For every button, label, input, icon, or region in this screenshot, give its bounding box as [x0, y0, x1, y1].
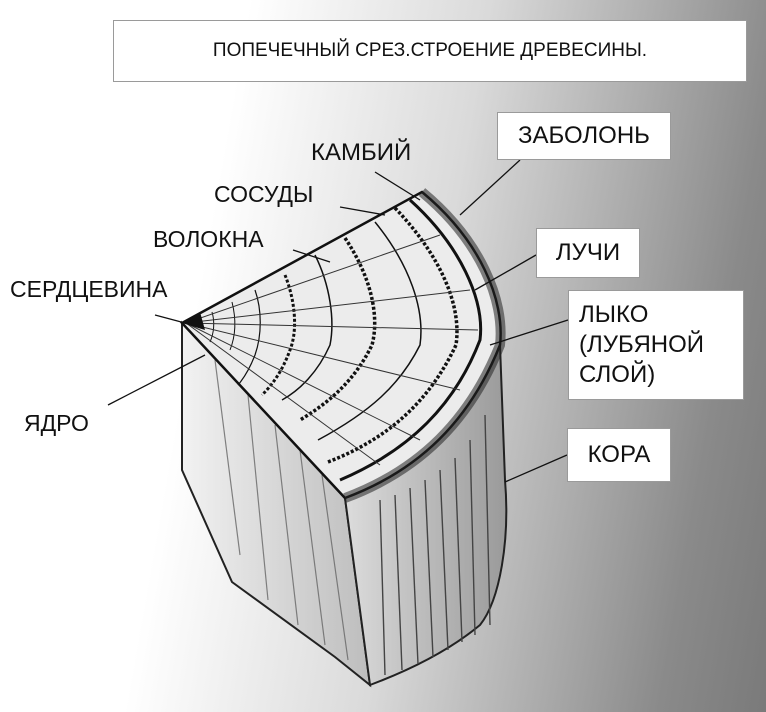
label-yadro: ЯДРО: [24, 410, 89, 436]
label-lyko-line-2: (ЛУБЯНОЙ: [579, 331, 705, 358]
label-volokna: ВОЛОКНА: [153, 226, 264, 252]
growth-rings: [209, 206, 459, 464]
cambium-line: [339, 198, 483, 482]
label-sosudy: СОСУДЫ: [214, 181, 314, 207]
medullary-rays: [185, 234, 479, 466]
label-serdcevina: СЕРДЦЕВИНА: [10, 276, 168, 302]
diagram-title: ПОПЕЧЕЧНЫЙ СРЕЗ.СТРОЕНИЕ ДРЕВЕСИНЫ.: [113, 20, 747, 82]
pith: [182, 312, 205, 330]
label-luchi: ЛУЧИ: [536, 228, 640, 278]
label-lyko-line-1: ЛЫКО: [579, 301, 649, 328]
label-kora: КОРА: [567, 428, 671, 482]
label-kambiy: КАМБИЙ: [311, 139, 412, 166]
label-lyko: ЛЫКО (ЛУБЯНОЙ СЛОЙ): [568, 290, 744, 400]
bark-band: [343, 188, 506, 503]
left-face-grain: [214, 359, 349, 661]
label-zabolon: ЗАБОЛОНЬ: [497, 112, 671, 160]
label-lyko-line-3: СЛОЙ): [579, 361, 656, 388]
bark-grain: [379, 414, 491, 676]
leader-lines: [107, 159, 569, 483]
